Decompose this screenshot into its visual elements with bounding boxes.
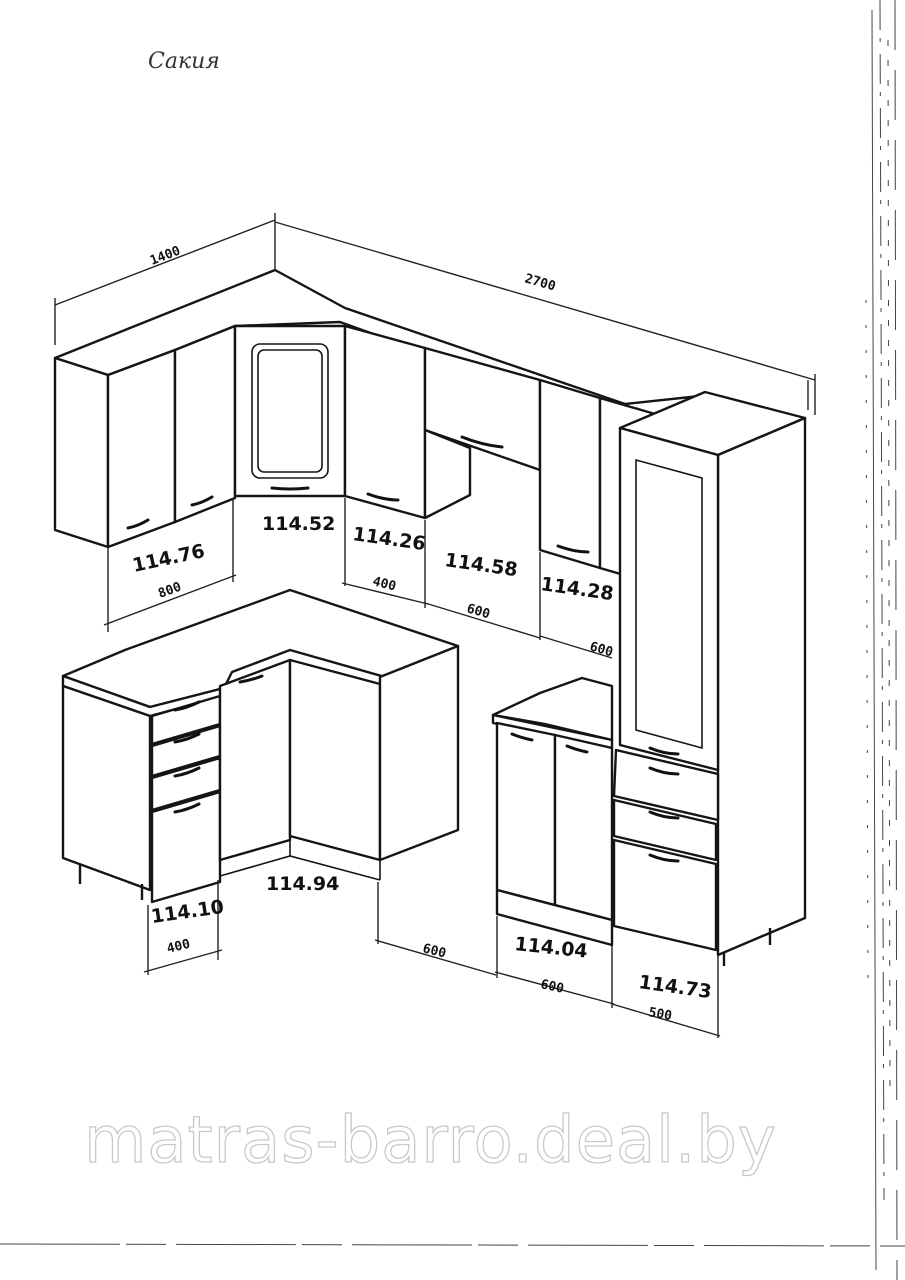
tall-drawer-2 xyxy=(612,798,718,862)
handle xyxy=(173,802,201,814)
lower-left-side xyxy=(61,684,152,892)
handle xyxy=(510,732,534,742)
code-upper-left: 114.76 xyxy=(130,540,206,577)
glass-panel xyxy=(251,343,329,479)
corner-cabinet-door xyxy=(218,658,292,862)
code-lower-600: 114.04 xyxy=(513,933,588,963)
dim-lower-600: 600 xyxy=(539,977,565,997)
handle xyxy=(190,495,214,507)
dim-overall-back: 2700 xyxy=(523,271,557,294)
lower-right-dimension-lines xyxy=(494,916,721,1038)
upper-left-side-panel xyxy=(53,356,110,549)
handwritten-title: Сакия xyxy=(148,49,220,74)
lower-600-door-1 xyxy=(495,721,557,907)
handle xyxy=(173,700,201,712)
code-upper-hood: 114.58 xyxy=(443,549,519,581)
upper-cabinets xyxy=(53,268,702,586)
handle xyxy=(648,853,680,863)
drawer-4 xyxy=(150,790,222,904)
dim-upper-600-b: 600 xyxy=(588,639,615,660)
upper-left-door-2 xyxy=(173,324,237,524)
handle xyxy=(270,486,310,491)
dim-lower-500: 500 xyxy=(647,1005,673,1024)
handle xyxy=(648,810,680,820)
tall-glass-door xyxy=(618,426,720,772)
upper-dimension-lines xyxy=(103,498,613,659)
code-lower-corner: 114.94 xyxy=(266,873,339,895)
handle xyxy=(565,744,589,754)
code-upper-600: 114.28 xyxy=(539,573,615,605)
tall-side xyxy=(716,416,807,957)
code-upper-corner: 114.52 xyxy=(262,513,335,535)
handle xyxy=(238,674,264,684)
overall-dimension-lines xyxy=(54,213,816,415)
handle xyxy=(173,766,201,778)
tall-cabinet xyxy=(612,390,807,966)
upper-left-door-1 xyxy=(106,348,177,549)
corner-cabinet-side xyxy=(378,644,460,862)
handle xyxy=(648,746,680,756)
code-upper-400: 114.26 xyxy=(351,523,427,555)
code-tall-cabinet: 114.73 xyxy=(637,971,713,1003)
code-lower-drawers: 114.10 xyxy=(150,896,226,928)
tall-glass-panel xyxy=(635,458,703,750)
dim-upper-600-a: 600 xyxy=(465,601,492,622)
handle xyxy=(366,492,400,502)
watermark: matras-barro.deal.by xyxy=(84,1104,777,1178)
tall-drawer-1 xyxy=(612,748,720,822)
dim-upper-400: 400 xyxy=(371,574,398,594)
lower-plinth xyxy=(495,888,614,947)
handle xyxy=(126,518,150,530)
handle xyxy=(173,732,201,744)
upper-600-door-1 xyxy=(538,378,602,570)
dim-lower-400: 400 xyxy=(165,937,192,957)
dim-lower-gap-600: 600 xyxy=(421,941,448,961)
handle xyxy=(460,435,504,449)
corner-cabinet-inner xyxy=(288,658,382,862)
lower-600-door-2 xyxy=(553,733,614,922)
lower-cabinets-left xyxy=(61,588,460,904)
hood-recess xyxy=(423,428,472,520)
glass-panel-inner xyxy=(257,349,323,473)
lower-cabinets-right xyxy=(491,676,614,947)
handle xyxy=(648,766,680,776)
tall-drawer-3 xyxy=(612,838,718,952)
right-countertop xyxy=(491,676,614,742)
upper-400-cabinet xyxy=(343,324,427,520)
dim-overall-left: 1400 xyxy=(148,243,183,268)
dim-upper-800: 800 xyxy=(156,580,183,602)
lower-left-dimension-lines xyxy=(143,880,497,976)
handle xyxy=(556,544,590,554)
